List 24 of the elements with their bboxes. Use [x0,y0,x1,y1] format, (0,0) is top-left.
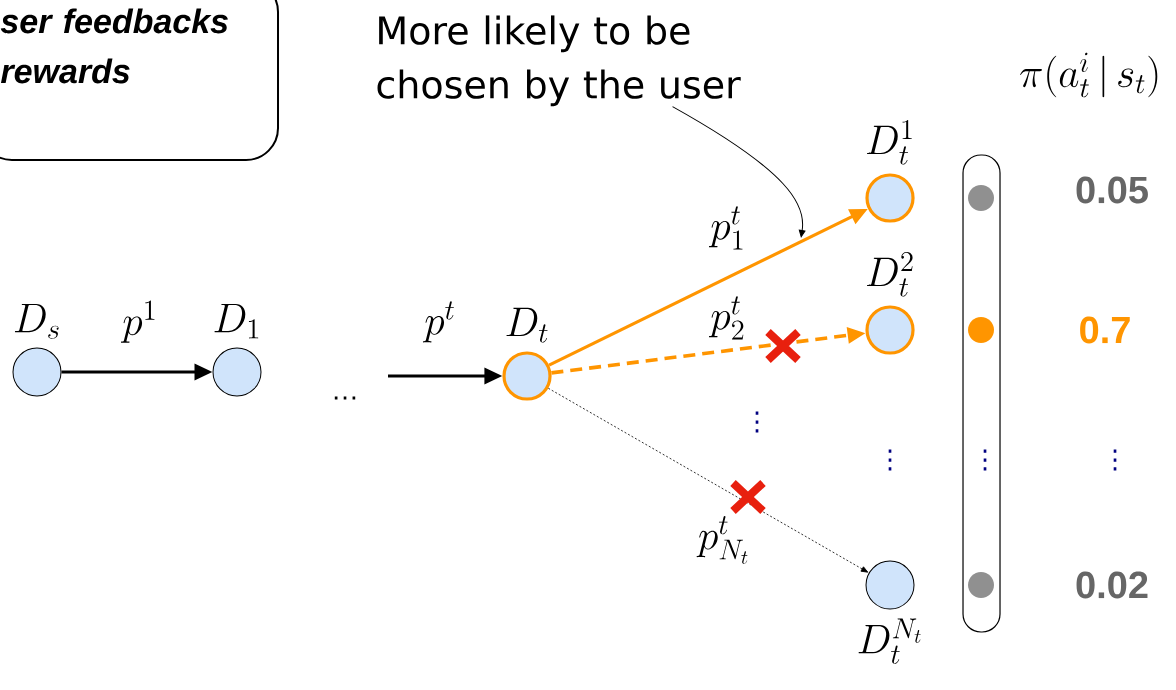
node-label: $D_t^2$ [866,251,913,297]
probability-value: 0.05 [1076,176,1148,204]
ellipsis: ⋮ [755,411,759,433]
ellipsis: … [334,396,356,400]
probability-value: 0.02 [1076,571,1148,599]
annotation-text: More likely to be chosen by the user [377,15,741,107]
ellipsis: ⋮ [983,449,987,471]
node-label: $D_s$ [14,303,59,339]
edge-label: $p^t$ [422,301,454,343]
node-label: $D_1$ [214,303,259,339]
node-label: $D_t^1$ [866,119,912,165]
edge-label: $p_2^t$ [709,296,744,340]
formula-label: $\pi(a_t^i\,|\,s_t)$ [1020,52,1158,98]
leader-line [672,106,806,238]
node-label: $D_t^{N_t}$ [858,618,921,664]
edge-label: $p^1$ [120,300,155,343]
ellipsis: ⋮ [888,449,892,471]
edge-label: $p_1^t$ [709,206,743,250]
node-label: $D_t$ [506,307,548,343]
arrow [547,387,869,573]
probability-value: 0.7 [1080,316,1130,344]
edge-label: $p_{N_t}^t$ [696,516,748,564]
ellipsis: ⋮ [1113,449,1117,471]
text-box: ser feedbacks rewards [0,0,279,161]
